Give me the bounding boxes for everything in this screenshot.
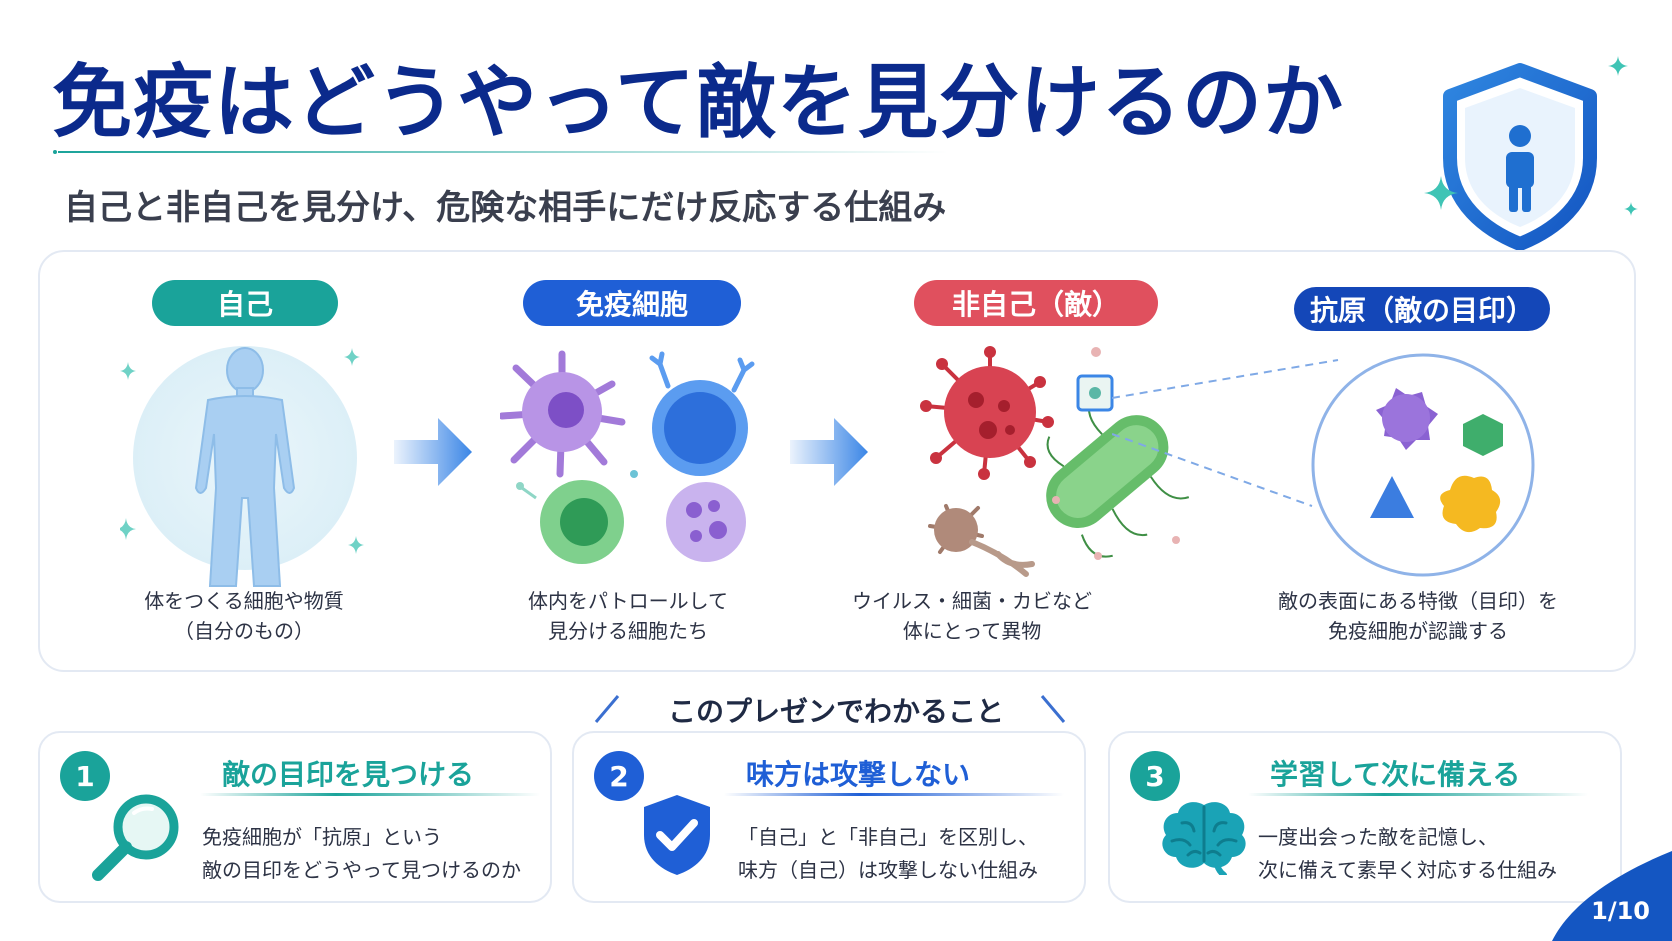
human-body-icon	[120, 346, 364, 587]
brain-icon	[1162, 802, 1246, 875]
card-no-attack-self: 2 味方は攻撃しない 「自己」と「非自己」を区別し、 味方（自己）は攻撃しない仕…	[572, 731, 1086, 903]
stage-caption-antigen: 敵の表面にある特徴（目印）を 免疫細胞が認識する	[1278, 589, 1558, 643]
card-title-underline	[200, 793, 540, 796]
page-title: 免疫はどうやって敵を見分けるのか	[52, 56, 1344, 149]
stage-label-immune-cells: 免疫細胞	[523, 280, 741, 326]
shield-check-icon	[644, 795, 710, 875]
card-number: 2	[594, 751, 644, 801]
shield-person-icon	[1443, 63, 1597, 251]
card-text: 「自己」と「非自己」を区別し、 味方（自己）は攻撃しない仕組み	[738, 825, 1038, 882]
stage-label-self: 自己	[152, 280, 338, 326]
section-heading: このプレゼンでわかること	[667, 695, 1004, 728]
stage-caption-self: 体をつくる細胞や物質 （自分のもの）	[144, 589, 344, 643]
title-underline	[53, 150, 948, 154]
stage-label-non-self: 非自己（敵）	[914, 280, 1158, 326]
page-number-badge: 1/10	[1552, 851, 1672, 941]
card-number: 3	[1130, 751, 1180, 801]
card-title: 味方は攻撃しない	[746, 758, 971, 791]
sparkle-icon	[1608, 56, 1628, 76]
card-title: 敵の目印を見つける	[222, 758, 475, 791]
arrow-right-icon	[790, 418, 868, 486]
stage-caption-non-self: ウイルス・細菌・カビなど 体にとって異物	[852, 589, 1092, 643]
card-number: 1	[60, 751, 110, 801]
antigen-magnified-icon	[1311, 353, 1535, 577]
immune-cells-icon	[500, 350, 755, 564]
card-title: 学習して次に備える	[1270, 758, 1521, 791]
slash-decoration	[1040, 695, 1066, 723]
page-number: 1/10	[1591, 897, 1650, 925]
card-text: 一度出会った敵を記憶し、 次に備えて素早く対応する仕組み	[1258, 825, 1557, 882]
sparkle-icon	[1624, 202, 1638, 216]
card-find-antigen: 1 敵の目印を見つける 免疫細胞が「抗原」という 敵の目印をどうやって見つけるの…	[38, 731, 552, 903]
sparkle-icon	[1424, 176, 1458, 210]
page-number-corner	[1552, 851, 1672, 941]
pathogens-icon	[920, 346, 1190, 577]
zoom-lines	[1112, 359, 1339, 507]
magnifier-icon	[92, 794, 179, 881]
card-title-underline	[724, 793, 1064, 796]
card-text: 免疫細胞が「抗原」という 敵の目印をどうやって見つけるのか	[202, 825, 521, 882]
stage-caption-immune-cells: 体内をパトロールして 見分ける細胞たち	[528, 589, 728, 643]
card-title-underline	[1248, 793, 1588, 796]
stage-label-antigen: 抗原（敵の目印）	[1294, 287, 1550, 331]
arrow-right-icon	[394, 418, 472, 486]
slash-decoration	[594, 695, 620, 723]
card-learn-memory: 3 学習して次に備える 一度出会った敵を記憶し、 次に備えて素早く対応する仕組み	[1108, 731, 1622, 903]
page-subtitle: 自己と非自己を見分け、危険な相手にだけ反応する仕組み	[64, 188, 947, 228]
